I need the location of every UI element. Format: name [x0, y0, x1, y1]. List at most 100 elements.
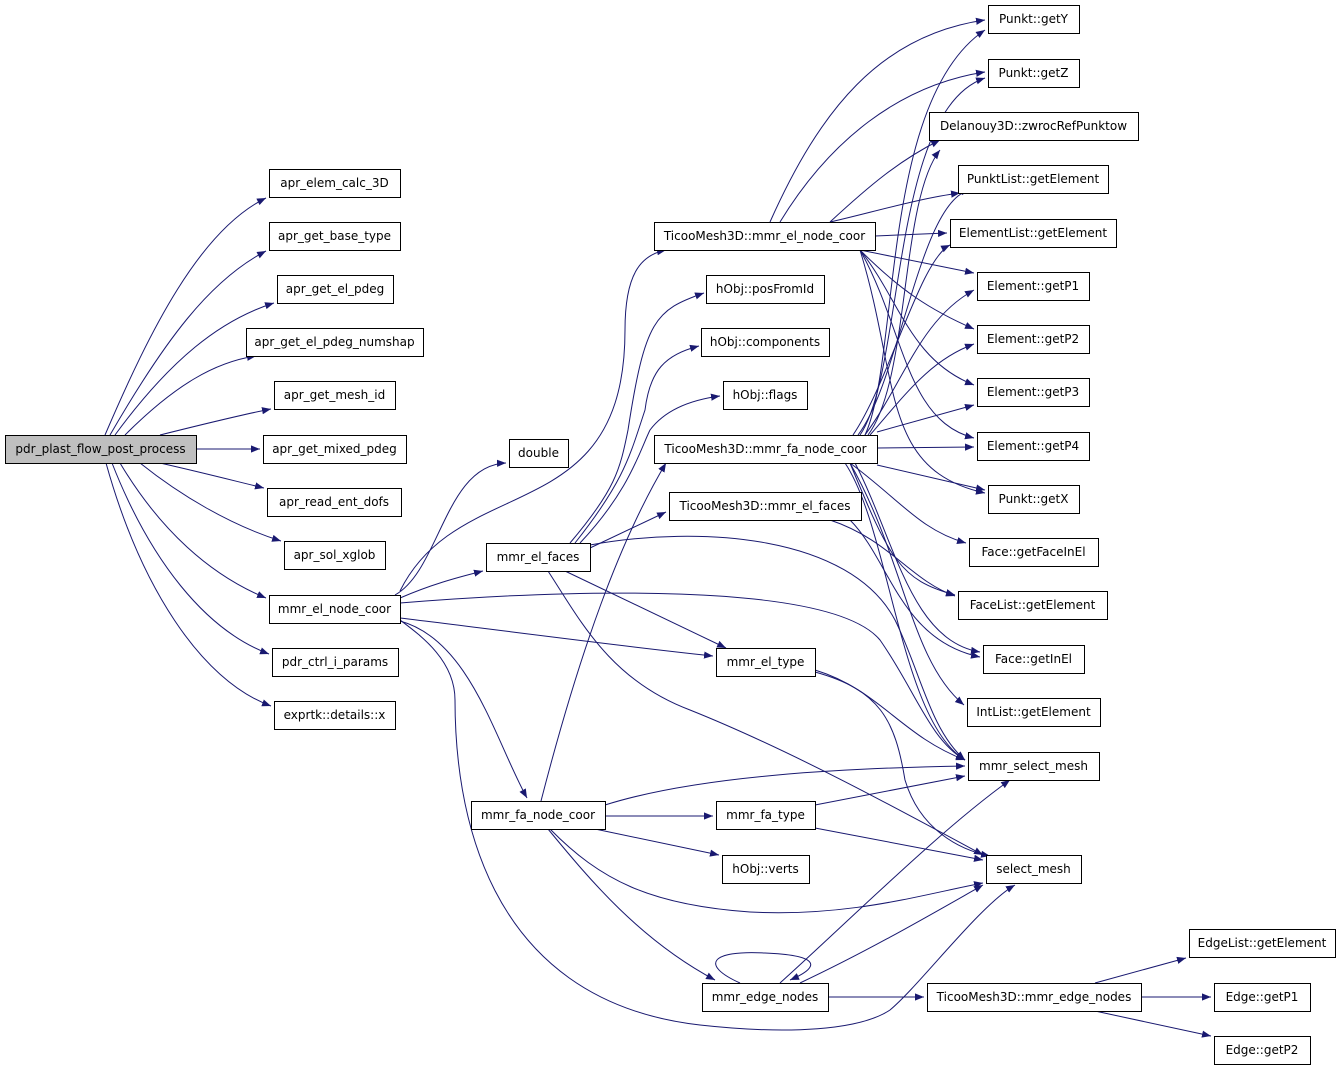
- node-box: [723, 381, 808, 410]
- node-tm-fa-node-coor[interactable]: TicooMesh3D::mmr_fa_node_coor: [654, 435, 878, 464]
- node-box: [927, 983, 1142, 1012]
- node-edgelist-getelement[interactable]: EdgeList::getElement: [1189, 929, 1336, 958]
- node-label: apr_elem_calc_3D: [280, 176, 388, 190]
- node-apr-get-el-pdeg[interactable]: apr_get_el_pdeg: [277, 275, 394, 304]
- call-edge: [114, 302, 275, 436]
- node-label: Element::getP3: [987, 385, 1079, 399]
- call-edge: [109, 250, 267, 436]
- node-facelist-getelement[interactable]: FaceList::getElement: [958, 591, 1108, 620]
- node-box: [950, 219, 1117, 248]
- node-tm-edge-nodes[interactable]: TicooMesh3D::mmr_edge_nodes: [927, 983, 1142, 1012]
- node-delanouy[interactable]: Delanouy3D::zwrocRefPunktow: [929, 112, 1139, 141]
- node-select-mesh[interactable]: select_mesh: [986, 855, 1082, 884]
- node-apr-elem-calc-3d[interactable]: apr_elem_calc_3D: [269, 169, 401, 198]
- node-apr-get-base-type[interactable]: apr_get_base_type: [269, 222, 401, 251]
- node-box: [716, 648, 816, 677]
- call-edge: [859, 249, 975, 275]
- call-edge: [814, 671, 991, 858]
- node-apr-read-ent-dofs[interactable]: apr_read_ent_dofs: [267, 488, 402, 517]
- node-apr-get-mesh-id[interactable]: apr_get_mesh_id: [274, 381, 396, 410]
- call-edge: [399, 620, 528, 799]
- node-hobj-posfromid[interactable]: hObj::posFromId: [706, 275, 825, 304]
- node-box: [1189, 929, 1336, 958]
- node-punktlist-getelement[interactable]: PunktList::getElement: [958, 165, 1109, 194]
- call-edge: [859, 249, 986, 495]
- node-label: TicooMesh3D::mmr_el_faces: [679, 499, 851, 513]
- node-apr-get-mixed-pdeg[interactable]: apr_get_mixed_pdeg: [263, 435, 407, 464]
- node-apr-get-el-pdeg-numshap[interactable]: apr_get_el_pdeg_numshap: [246, 328, 424, 357]
- node-element-getp1[interactable]: Element::getP1: [977, 272, 1090, 301]
- node-punkt-getz[interactable]: Punkt::getZ: [988, 59, 1080, 88]
- node-label: TicooMesh3D::mmr_fa_node_coor: [663, 442, 866, 456]
- node-hobj-verts[interactable]: hObj::verts: [722, 855, 810, 884]
- node-mmr-fa-node-coor[interactable]: mmr_fa_node_coor: [471, 801, 606, 830]
- call-edge: [814, 669, 966, 761]
- node-label: hObj::posFromId: [716, 282, 814, 296]
- call-edges: [104, 17, 1212, 1038]
- node-box: [958, 591, 1108, 620]
- call-edge: [574, 344, 700, 544]
- node-tm-el-faces[interactable]: TicooMesh3D::mmr_el_faces: [669, 492, 862, 521]
- node-face-getinel[interactable]: Face::getInEl: [983, 645, 1085, 674]
- node-element-getp2[interactable]: Element::getP2: [977, 325, 1090, 354]
- node-label: Edge::getP2: [1226, 1043, 1299, 1057]
- node-apr-sol-xglob[interactable]: apr_sol_xglob: [284, 541, 386, 570]
- node-face-getfaceinel[interactable]: Face::getFaceInEl: [969, 538, 1099, 567]
- node-box: [277, 275, 394, 304]
- node-label: IntList::getElement: [976, 705, 1091, 719]
- node-box: [716, 801, 816, 830]
- node-double[interactable]: double: [509, 439, 569, 468]
- node-punkt-gety[interactable]: Punkt::getY: [988, 5, 1080, 34]
- node-hobj-components[interactable]: hObj::components: [701, 328, 830, 357]
- node-pdr-ctrl-i-params[interactable]: pdr_ctrl_i_params: [272, 648, 399, 677]
- node-intlist-getelement[interactable]: IntList::getElement: [967, 698, 1101, 727]
- node-hobj-flags[interactable]: hObj::flags: [723, 381, 808, 410]
- node-box: [977, 325, 1090, 354]
- call-edge: [569, 292, 705, 544]
- call-edge: [604, 762, 966, 806]
- node-tm-el-node-coor[interactable]: TicooMesh3D::mmr_el_node_coor: [654, 222, 876, 251]
- node-edge-getp1[interactable]: Edge::getP1: [1214, 983, 1311, 1012]
- node-element-getp4[interactable]: Element::getP4: [977, 432, 1090, 461]
- call-edge: [119, 462, 267, 599]
- node-label: FaceList::getElement: [970, 598, 1096, 612]
- call-edge: [867, 149, 941, 436]
- call-edge: [579, 393, 721, 544]
- call-edge: [124, 353, 257, 436]
- node-box: [269, 595, 401, 624]
- call-edge: [814, 774, 966, 806]
- node-label: apr_sol_xglob: [294, 548, 376, 562]
- call-edge: [854, 462, 981, 655]
- node-elementlist-getelement[interactable]: ElementList::getElement: [950, 219, 1117, 248]
- node-box: [969, 538, 1099, 567]
- node-box: [509, 439, 569, 468]
- node-label: hObj::flags: [733, 388, 798, 402]
- node-edge-getp2[interactable]: Edge::getP2: [1214, 1036, 1311, 1065]
- node-punkt-getx[interactable]: Punkt::getX: [988, 485, 1080, 514]
- node-label: Face::getFaceInEl: [981, 545, 1085, 559]
- node-box: [471, 801, 606, 830]
- node-mmr-el-faces[interactable]: mmr_el_faces: [486, 543, 591, 572]
- node-label: EdgeList::getElement: [1198, 936, 1327, 950]
- call-edge: [852, 244, 951, 436]
- node-mmr-el-node-coor[interactable]: mmr_el_node_coor: [269, 595, 401, 624]
- node-mmr-el-type[interactable]: mmr_el_type: [716, 648, 816, 677]
- node-box: [267, 488, 402, 517]
- node-box: [722, 855, 810, 884]
- node-exprtk-x[interactable]: exprtk::details::x: [274, 701, 396, 730]
- node-element-getp3[interactable]: Element::getP3: [977, 378, 1090, 407]
- call-edge: [769, 17, 986, 223]
- node-mmr-select-mesh[interactable]: mmr_select_mesh: [968, 752, 1100, 781]
- node-box: [958, 165, 1109, 194]
- node-box: [654, 222, 876, 251]
- node-label: TicooMesh3D::mmr_edge_nodes: [936, 990, 1132, 1004]
- node-box: [977, 432, 1090, 461]
- node-mmr-edge-nodes[interactable]: mmr_edge_nodes: [702, 983, 829, 1012]
- node-box: [274, 381, 396, 410]
- call-edge: [589, 535, 966, 761]
- root-node[interactable]: pdr_plast_flow_post_process: [5, 435, 197, 464]
- node-mmr-fa-type[interactable]: mmr_fa_type: [716, 801, 816, 830]
- node-box: [272, 648, 399, 677]
- call-edge: [859, 77, 986, 436]
